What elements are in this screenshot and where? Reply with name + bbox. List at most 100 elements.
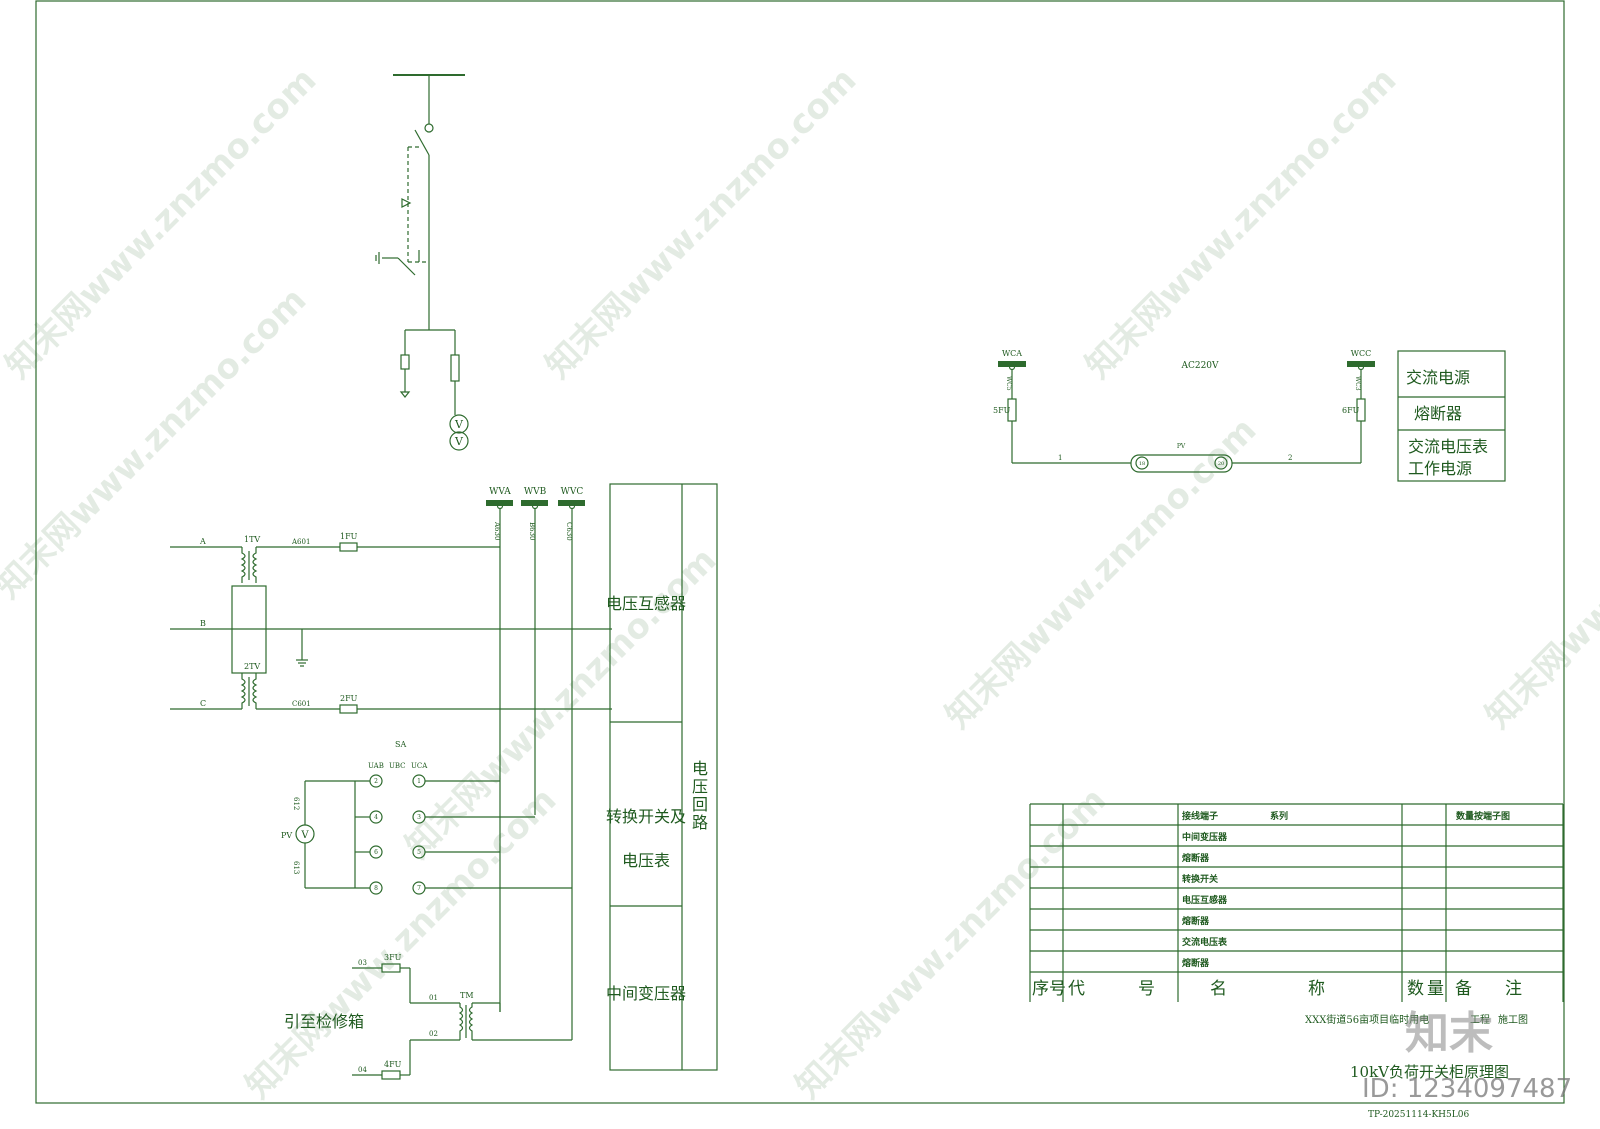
meter-terminal-18: 18 bbox=[1139, 461, 1145, 467]
legend-work-power: 工作电源 bbox=[1408, 459, 1472, 478]
bus-label-wvc: WVC bbox=[561, 487, 584, 497]
wire-613: 613 bbox=[292, 861, 300, 874]
parts-footer-label: 注 bbox=[1505, 979, 1522, 999]
phase-c-label: C bbox=[200, 699, 206, 708]
parts-item: 中间变压器 bbox=[1182, 831, 1228, 843]
image-id: ID: 1234097487 bbox=[1362, 1074, 1572, 1104]
parts-footer-label: 号 bbox=[1138, 979, 1155, 999]
svg-text:4: 4 bbox=[374, 814, 378, 821]
fuse-2fu-icon bbox=[339, 704, 358, 714]
secondary-voltage-circuit: WVA WVB WVC A630 B630 C630 A B C 1TV A60… bbox=[170, 487, 612, 1080]
label-1fu: 1FU bbox=[340, 532, 358, 541]
drawing-type: 施工图 bbox=[1498, 1013, 1528, 1026]
label-2tv: 2TV bbox=[244, 662, 260, 671]
bus-wire-b630: B630 bbox=[528, 522, 536, 541]
bus-wire-c630: C630 bbox=[565, 522, 573, 541]
fn-row-meter: 电压表 bbox=[622, 851, 670, 870]
voltage-label: AC220V bbox=[1180, 361, 1219, 371]
parts-item: 转换开关 bbox=[1182, 873, 1218, 885]
parts-header-series: 系列 bbox=[1270, 810, 1288, 822]
fuse-4fu-icon bbox=[381, 1070, 401, 1080]
label-tm: TM bbox=[460, 991, 474, 1000]
fuse-1fu-icon bbox=[339, 542, 358, 552]
voltage-transformer-icon bbox=[449, 414, 469, 434]
parts-footer-label: 名 bbox=[1210, 979, 1227, 999]
label-sa: SA bbox=[395, 740, 406, 749]
parts-footer-label: 代 bbox=[1068, 979, 1085, 999]
label-3fu: 3FU bbox=[384, 953, 402, 962]
svg-text:3: 3 bbox=[417, 814, 421, 821]
parts-footer-label: 数 bbox=[1407, 979, 1424, 999]
watermark-text: 知末网www.znzmo.com bbox=[238, 780, 564, 1106]
aux-01: 01 bbox=[429, 994, 438, 1002]
watermark-text: 知末网www.znzmo.com bbox=[788, 780, 1114, 1106]
phase-a-label: A bbox=[199, 537, 206, 546]
wire-wc5: WC5 bbox=[1005, 376, 1012, 391]
transformer-1tv-icon bbox=[240, 547, 246, 583]
parts-item: 交流电压表 bbox=[1182, 936, 1228, 948]
svg-text:7: 7 bbox=[417, 885, 421, 892]
wire-2: 2 bbox=[1288, 454, 1292, 462]
fn-side-1: 电 bbox=[692, 759, 708, 778]
title-block: XXX街道56亩项目临时用电 工程 施工图 10kV负荷开关柜原理图 TP-20… bbox=[1305, 1013, 1528, 1120]
aux-02: 02 bbox=[429, 1030, 438, 1038]
label-pv: PV bbox=[281, 831, 292, 840]
svg-text:8: 8 bbox=[374, 885, 378, 892]
svg-text:6: 6 bbox=[374, 849, 378, 856]
wire-612: 612 bbox=[292, 797, 300, 810]
ac-voltmeter-icon bbox=[1130, 454, 1233, 473]
voltmeter-symbol: V bbox=[300, 830, 309, 841]
bus-label-wca: WCA bbox=[1002, 349, 1022, 358]
label-6fu: 6FU bbox=[1342, 406, 1360, 415]
phase-b-label: B bbox=[200, 619, 206, 628]
fn-row-switch: 转换开关及 bbox=[606, 807, 686, 826]
bus-wire-a630: A630 bbox=[493, 521, 501, 540]
watermark-text: 知末网www.znzmo.com bbox=[1478, 410, 1600, 736]
fn-row-tm: 中间变压器 bbox=[606, 984, 686, 1003]
wire-wc3: WC3 bbox=[1354, 376, 1361, 391]
label-4fu: 4FU bbox=[384, 1060, 402, 1069]
parts-table: 接线端子系列数量按端子图中间变压器熔断器转换开关电压互感器熔断器交流电压表熔断器… bbox=[1029, 803, 1564, 1002]
fn-side-3: 回 bbox=[692, 795, 708, 814]
svg-text:1: 1 bbox=[417, 778, 421, 785]
meter-terminal-20: 20 bbox=[1218, 461, 1224, 467]
parts-header-left: 接线端子 bbox=[1182, 810, 1218, 822]
parts-footer-label: 称 bbox=[1308, 979, 1325, 999]
parts-header-right: 数量按端子图 bbox=[1456, 810, 1510, 822]
maintenance-label: 引至检修箱 bbox=[284, 1012, 364, 1031]
parts-item: 熔断器 bbox=[1182, 915, 1210, 927]
drawing-number: TP-20251114-KH5L06 bbox=[1368, 1110, 1469, 1120]
bus-label-wcc: WCC bbox=[1351, 349, 1371, 358]
arrester-icon bbox=[400, 354, 410, 370]
bus-label-wva: WVA bbox=[489, 487, 511, 497]
fn-side-4: 路 bbox=[692, 813, 708, 832]
watermark-text: 知末网www.znzmo.com bbox=[538, 60, 864, 386]
aux-03: 03 bbox=[358, 959, 367, 967]
drawing-title: 10kV负荷开关柜原理图 bbox=[1350, 1063, 1509, 1081]
fuse-trip-icon bbox=[401, 198, 412, 208]
watermark-text: 知末网www.znzmo.com bbox=[938, 410, 1264, 736]
vt-symbol-1: V bbox=[454, 418, 464, 431]
parts-item: 电压互感器 bbox=[1182, 894, 1228, 906]
label-2fu: 2FU bbox=[340, 694, 358, 703]
svg-text:5: 5 bbox=[417, 849, 421, 856]
vt-symbol-2: V bbox=[454, 435, 464, 448]
project-name: XXX街道56亩项目临时用电 bbox=[1305, 1013, 1429, 1026]
legend-fuse: 熔断器 bbox=[1414, 404, 1462, 423]
label-uca: UCA bbox=[411, 762, 428, 770]
drawing-border bbox=[35, 0, 1565, 1104]
project-suffix: 工程 bbox=[1470, 1014, 1490, 1026]
label-1tv: 1TV bbox=[244, 535, 260, 544]
wire-c601: C601 bbox=[292, 700, 311, 708]
svg-text:2: 2 bbox=[374, 778, 378, 785]
bus-label-wvb: WVB bbox=[524, 487, 547, 497]
legend-ac-source: 交流电源 bbox=[1406, 368, 1470, 387]
ac-legend-table: 交流电源 熔断器 交流电压表 工作电源 bbox=[1397, 350, 1506, 482]
earthing-switch-blade bbox=[397, 257, 416, 276]
earth-arrow-icon bbox=[399, 391, 411, 398]
hv-fuse-icon bbox=[450, 354, 460, 382]
switch-contact-icon bbox=[424, 123, 434, 133]
label-5fu: 5FU bbox=[993, 406, 1011, 415]
